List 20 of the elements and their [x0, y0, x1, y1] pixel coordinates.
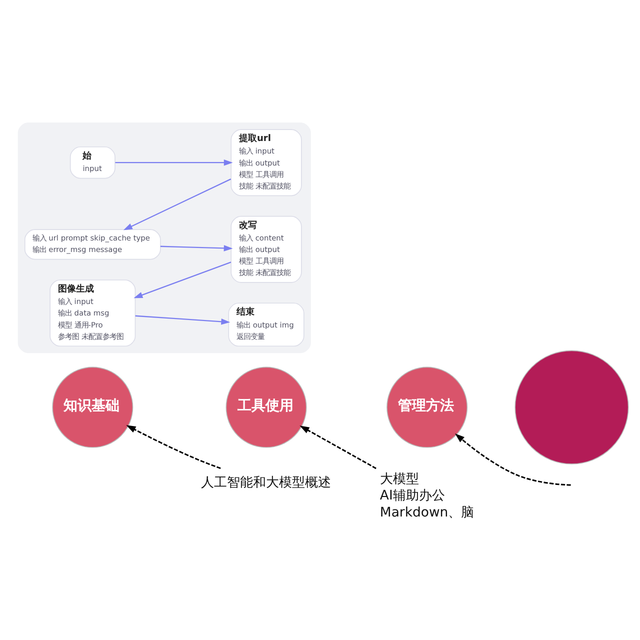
node-circle: 管理方法: [386, 366, 468, 448]
arrow: [160, 244, 233, 251]
arrow: [123, 178, 232, 230]
node-circle: 工具使用: [226, 366, 307, 448]
arrow: [115, 158, 233, 166]
node-text: 大模型 AI辅助办公 Markdown、脑: [380, 472, 474, 520]
arrow: [126, 424, 221, 469]
arrow: [135, 314, 230, 324]
node-box: 改写 输入 content 输出 output 模型 工具调用 技能 未配置技能: [230, 215, 302, 282]
arrow: [134, 261, 232, 298]
arrow: [300, 425, 376, 469]
node-text: 人工智能和大模型概述: [200, 475, 331, 490]
node-box: 图像生成 输入 input 输出 data msg 模型 通用-Pro 参考图 未配置参考图: [50, 279, 136, 346]
node-box: 输入 url prompt skip_cache type 输出 error_msg message: [24, 228, 161, 260]
node-box: 始 input: [70, 146, 116, 178]
node-circle: 知识基础: [52, 366, 134, 448]
node-box: 结束 输出 output img 返回变量: [228, 302, 304, 346]
arrow: [454, 432, 571, 486]
node-box: 提取url 输入 input 输出 output 模型 工具调用 技能 未配置技能: [230, 128, 302, 196]
node-circle: [514, 350, 629, 464]
